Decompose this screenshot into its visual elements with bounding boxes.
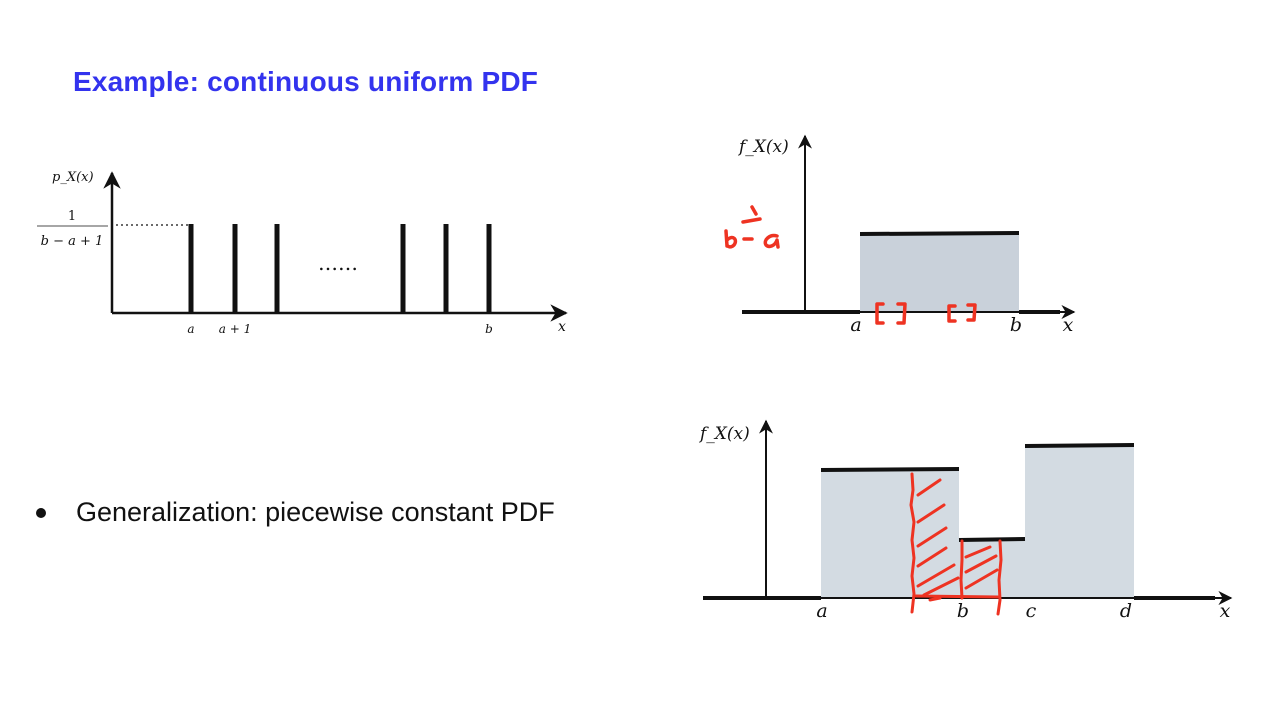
y-axis-label: p_X(x) xyxy=(52,170,94,185)
piece-area-3 xyxy=(1025,446,1134,598)
piece-level-1 xyxy=(820,467,960,472)
uniform-area xyxy=(860,234,1019,312)
tick-label-c: c xyxy=(1026,600,1037,622)
tick-label-b: b xyxy=(1010,314,1022,336)
bullet-item: Generalization: piecewise constant PDF xyxy=(36,497,555,528)
x-axis-label: x xyxy=(1063,314,1074,336)
tick-label-b: b xyxy=(957,600,969,622)
level-numerator: 1 xyxy=(68,209,76,224)
x-axis-label: x xyxy=(558,319,566,335)
tick-label-d: d xyxy=(1120,600,1132,622)
piece-level-2 xyxy=(958,537,1026,542)
tick-label-b: b xyxy=(485,322,493,336)
tick-label-a: a xyxy=(850,314,861,336)
bullet-dot xyxy=(36,507,46,518)
tick-label-a: a xyxy=(187,322,194,336)
x-axis-label: x xyxy=(1220,600,1231,622)
bullet-text: Generalization: piecewise constant PDF xyxy=(76,497,555,527)
pdf-top-level xyxy=(859,231,1020,236)
discrete-pmf-plot: p_X(x) 1 b − a + 1 …… a a + 1 b x xyxy=(37,170,568,336)
tick-label-a-plus-1: a + 1 xyxy=(219,322,251,336)
level-denominator: b − a + 1 xyxy=(41,234,104,249)
handwritten-annotation xyxy=(724,205,977,325)
y-axis-label: f_X(x) xyxy=(698,424,750,444)
piece-level-3 xyxy=(1024,443,1135,448)
uniform-pdf-plot: f_X(x) a b x xyxy=(724,134,1076,336)
hatched-region-annotation xyxy=(909,472,1003,616)
ellipsis: …… xyxy=(318,251,358,275)
tick-label-a: a xyxy=(816,600,827,622)
y-axis-label: f_X(x) xyxy=(737,137,789,157)
piecewise-pdf-plot: f_X(x) a b c d x xyxy=(698,419,1233,622)
slide-title: Example: continuous uniform PDF xyxy=(73,66,539,97)
